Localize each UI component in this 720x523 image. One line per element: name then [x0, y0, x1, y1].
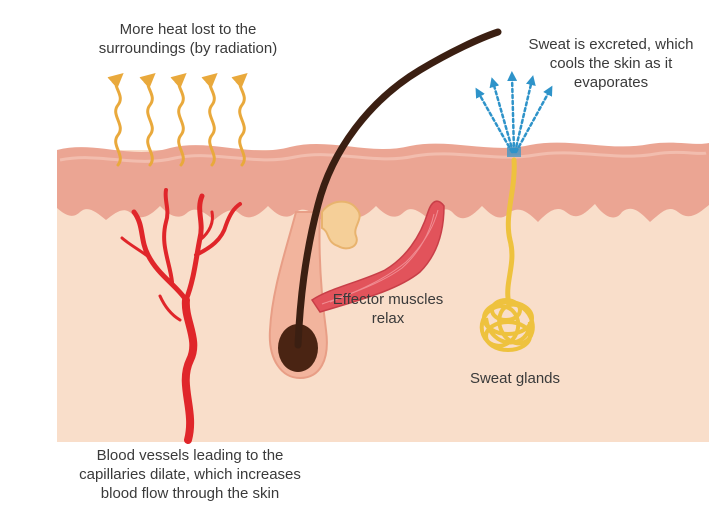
heat-lost-label-line-1: More heat lost to the	[119, 21, 257, 38]
sweat-droplet-line-5	[514, 85, 553, 154]
sweat-glands-label-line-1: Sweat glands	[469, 370, 561, 387]
heat-arrow-1	[107, 73, 124, 167]
blood-vessel-twig-3	[158, 294, 182, 322]
blood-vessel-branch-midleft	[162, 188, 174, 284]
blood-vessel-twig-2	[198, 210, 214, 242]
hair-shaft	[294, 28, 502, 349]
sweat-excreted-label-line-1: Sweat is excreted, which	[528, 36, 694, 53]
effector-muscles-label-line-2: relax	[371, 310, 405, 327]
epidermis-highlight	[59, 150, 707, 163]
sweat-droplet-line-3	[507, 71, 518, 154]
sweat-pore	[507, 147, 521, 157]
blood-vessels-label-line-2: capillaries dilate, which increases	[79, 466, 301, 483]
heat-arrow-2	[139, 73, 156, 167]
blood-vessel-trunk	[181, 296, 198, 444]
blood-vessels	[120, 188, 242, 444]
heat-lost-label: More heat lost to the surroundings (by r…	[48, 20, 328, 58]
heat-lost-label-line-2: surroundings (by radiation)	[98, 40, 278, 57]
blood-vessel-branch-midright	[183, 193, 205, 303]
sweat-droplet-line-2	[489, 77, 515, 154]
blood-vessel-twig-1	[120, 236, 152, 260]
blood-vessels-label: Blood vessels leading to the capillaries…	[40, 446, 340, 503]
sweat-excreted-label: Sweat is excreted, which cools the skin …	[500, 35, 720, 92]
effector-muscles-label: Effector muscles relax	[318, 290, 458, 328]
sweat-droplet-line-4	[513, 75, 536, 154]
blood-vessels-label-line-3: blood flow through the skin	[100, 485, 280, 502]
blood-vessel-branch-right	[194, 202, 242, 257]
effector-muscles-label-line-1: Effector muscles	[332, 291, 444, 308]
heat-arrow-3	[170, 73, 187, 167]
sweat-gland-duct	[505, 157, 517, 301]
sweat-excreted-label-line-3: evaporates	[573, 74, 649, 91]
heat-radiation-arrows	[107, 73, 248, 167]
sweat-gland-coil	[479, 298, 535, 352]
effector-muscle	[310, 200, 445, 313]
epidermis-layer	[57, 142, 709, 222]
heat-arrow-4	[201, 73, 218, 167]
sweat-excreted-label-line-2: cools the skin as it	[549, 55, 673, 72]
sweat-droplet-line-1	[475, 87, 514, 154]
heat-arrow-5	[231, 73, 248, 167]
effector-muscle-fibers	[321, 209, 439, 305]
sweat-glands-label: Sweat glands	[440, 369, 590, 388]
sweat-evaporation-droplets	[475, 71, 553, 154]
blood-vessels-label-line-1: Blood vessels leading to the	[96, 447, 284, 464]
sebaceous-gland	[321, 200, 361, 250]
